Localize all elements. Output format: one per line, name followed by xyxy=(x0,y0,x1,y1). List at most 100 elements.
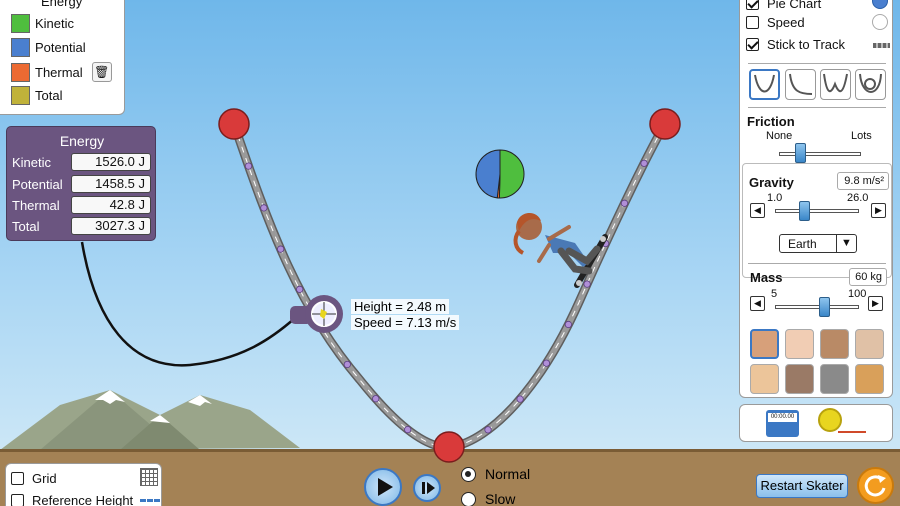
track-control-point[interactable] xyxy=(277,245,285,253)
restart-skater-button[interactable]: Restart Skater xyxy=(756,474,848,498)
track-control-point[interactable] xyxy=(260,204,268,212)
speed-readout: Speed = 7.13 m/s xyxy=(351,315,460,330)
track-control-point[interactable] xyxy=(640,159,648,167)
mass-min-label: 5 xyxy=(771,288,778,300)
tape-measure-icon[interactable] xyxy=(818,408,842,432)
friction-max-label: Lots xyxy=(851,130,872,142)
track-node-right[interactable] xyxy=(649,108,681,140)
reset-all-button[interactable] xyxy=(857,467,894,504)
track-control-point[interactable] xyxy=(404,426,412,434)
speed-label: Speed xyxy=(767,15,805,30)
step-button[interactable] xyxy=(413,474,441,502)
slow-label: Slow xyxy=(485,491,516,506)
friction-slider[interactable] xyxy=(779,152,861,156)
pie-icon xyxy=(872,0,888,9)
gravity-box xyxy=(742,163,892,278)
thermal-value: 42.8 J xyxy=(71,196,151,214)
grid-label: Grid xyxy=(32,471,57,486)
kinetic-value: 1526.0 J xyxy=(71,153,151,171)
potential-value: 1458.5 J xyxy=(71,175,151,193)
skater-choice-1[interactable] xyxy=(750,329,779,359)
gravity-increase-button[interactable]: ▶ xyxy=(871,203,886,218)
track-shape-ramp-button[interactable] xyxy=(785,69,816,100)
track-control-point[interactable] xyxy=(372,395,380,403)
skater-choice-6[interactable] xyxy=(785,364,814,394)
skater[interactable] xyxy=(505,205,610,293)
measuring-sensor[interactable] xyxy=(288,292,348,338)
track-control-point[interactable] xyxy=(583,280,591,288)
track-control-point[interactable] xyxy=(564,320,572,329)
tape-measure-tip xyxy=(838,431,866,433)
gravity-thumb[interactable] xyxy=(799,201,811,221)
divider xyxy=(748,263,886,264)
grid-checkbox[interactable] xyxy=(11,472,24,485)
pie-chart-checkbox[interactable] xyxy=(746,0,759,10)
track-shape-loop-button[interactable] xyxy=(855,69,886,100)
step-icon xyxy=(422,482,435,494)
friction-thumb[interactable] xyxy=(794,143,806,163)
skater-choice-5[interactable] xyxy=(750,364,779,394)
friction-min-label: None xyxy=(766,130,793,142)
gravity-decrease-button[interactable]: ◀ xyxy=(750,203,765,218)
slow-radio[interactable] xyxy=(461,491,476,506)
grid-icon xyxy=(140,468,158,486)
track-control-point[interactable] xyxy=(343,360,351,369)
stick-to-track-toggle[interactable]: Stick to Track xyxy=(746,37,845,52)
divider xyxy=(748,107,886,108)
mass-increase-button[interactable]: ▶ xyxy=(868,296,883,311)
play-icon xyxy=(378,478,393,496)
tools-panel: 00:00.00 xyxy=(739,404,893,442)
speed-normal-option[interactable]: Normal xyxy=(461,466,530,482)
track-control-point[interactable] xyxy=(542,359,551,367)
view-options-panel: Grid Reference Height xyxy=(5,463,162,506)
mass-value: 60 kg xyxy=(849,268,887,286)
track-control-point[interactable] xyxy=(620,199,629,207)
pie-chart-label: Pie Chart xyxy=(767,0,822,11)
normal-radio[interactable] xyxy=(461,466,476,482)
track-node-left[interactable] xyxy=(218,108,250,140)
stick-checkbox[interactable] xyxy=(746,38,759,51)
kinetic-label: Kinetic xyxy=(12,155,52,170)
track-shape-double-well-button[interactable] xyxy=(820,69,851,100)
track-node-bottom[interactable] xyxy=(433,431,465,463)
legend-item-kinetic: Kinetic xyxy=(11,14,74,33)
speed-toggle[interactable]: Speed xyxy=(746,15,805,30)
mass-decrease-button[interactable]: ◀ xyxy=(750,296,765,311)
skater-choice-2[interactable] xyxy=(785,329,814,359)
gravity-max-label: 26.0 xyxy=(847,192,869,204)
track-control-point[interactable] xyxy=(296,285,304,293)
thermal-swatch xyxy=(11,62,30,82)
legend-item-total: Total xyxy=(11,86,62,105)
reference-line-icon xyxy=(140,499,160,502)
track-control-point[interactable] xyxy=(484,426,492,434)
stopwatch-icon[interactable]: 00:00.00 xyxy=(766,410,799,437)
speed-checkbox[interactable] xyxy=(746,16,759,29)
track-control-point[interactable] xyxy=(244,162,253,170)
skater-choice-cat[interactable] xyxy=(820,364,849,394)
legend-item-thermal: Thermal 🗑 xyxy=(11,62,112,82)
planet-select[interactable]: Earth ▼ xyxy=(779,234,857,253)
skater-choice-3[interactable] xyxy=(820,329,849,359)
mass-label: Mass xyxy=(750,270,783,285)
track-control-point[interactable] xyxy=(516,395,524,403)
legend-title: Energy xyxy=(41,0,83,9)
legend-label: Thermal xyxy=(35,64,83,80)
reference-height-checkbox[interactable] xyxy=(11,494,24,506)
mass-thumb[interactable] xyxy=(818,297,830,317)
normal-label: Normal xyxy=(485,466,531,482)
track-shape-u-button[interactable] xyxy=(749,69,780,100)
pie-slice-potential xyxy=(475,149,501,199)
energy-panel-title: Energy xyxy=(59,133,105,149)
play-button[interactable] xyxy=(364,468,402,506)
pie-chart-toggle[interactable]: Pie Chart xyxy=(746,0,821,11)
gravity-slider[interactable] xyxy=(775,209,859,213)
reference-height-toggle[interactable]: Reference Height xyxy=(11,493,133,506)
grid-toggle[interactable]: Grid xyxy=(11,471,57,486)
mass-slider[interactable] xyxy=(775,305,859,309)
trash-icon[interactable]: 🗑 xyxy=(91,62,112,82)
speed-slow-option[interactable]: Slow xyxy=(461,491,515,506)
skater-choice-dog[interactable] xyxy=(855,364,884,394)
skater-choice-4[interactable] xyxy=(855,329,884,359)
planet-value: Earth xyxy=(788,237,817,251)
